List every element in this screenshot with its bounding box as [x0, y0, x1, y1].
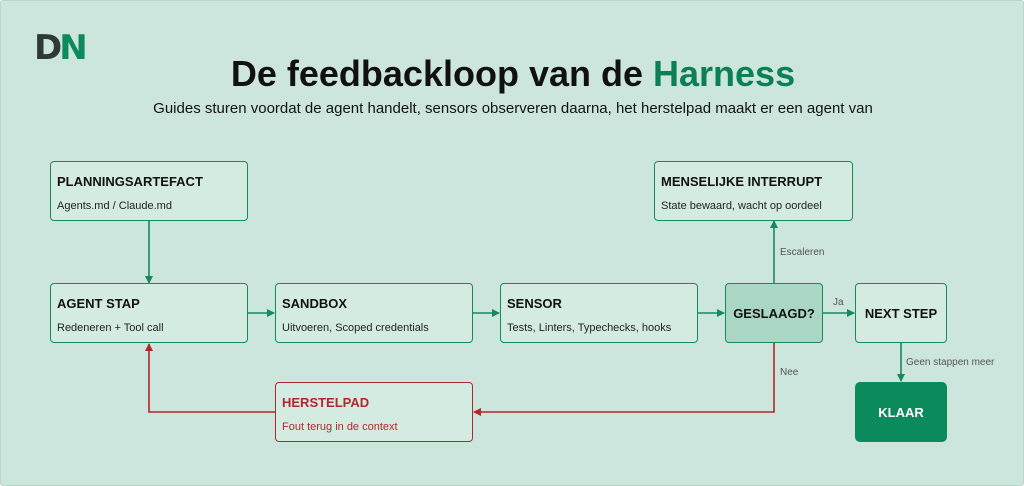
- dn-logo: DN: [34, 28, 88, 68]
- node-title: PLANNINGSARTEFACT: [57, 174, 203, 189]
- edge-label-geen-stappen-meer: Geen stappen meer: [906, 357, 995, 368]
- arrow-herstel-to-agent: [145, 343, 276, 413]
- title-accent: Harness: [653, 53, 796, 94]
- edge-label-nee: Nee: [780, 367, 799, 378]
- node-subtitle: Agents.md / Claude.md: [57, 200, 172, 212]
- edge-label-ja: Ja: [833, 297, 844, 308]
- node-title: KLAAR: [878, 404, 924, 420]
- node-herstelpad: HERSTELPAD Fout terug in de context: [275, 382, 473, 442]
- node-title: SENSOR: [507, 296, 562, 311]
- node-title: SANDBOX: [282, 296, 348, 311]
- node-title: MENSELIJKE INTERRUPT: [661, 174, 823, 189]
- page-subtitle: Guides sturen voordat de agent handelt, …: [153, 100, 873, 117]
- node-planningsartefact: PLANNINGSARTEFACT Agents.md / Claude.md: [50, 161, 248, 221]
- node-geslaagd: GESLAAGD?: [725, 283, 823, 343]
- node-subtitle: Fout terug in de context: [282, 421, 398, 433]
- logo-n: N: [59, 28, 88, 68]
- node-sensor: SENSOR Tests, Linters, Typechecks, hooks: [500, 283, 698, 343]
- arrow-geslaagd-to-herstel: [473, 343, 775, 416]
- logo-d: D: [34, 28, 62, 68]
- node-title: GESLAAGD?: [733, 305, 815, 321]
- page-title: De feedbackloop van de Harness: [1, 53, 1024, 95]
- node-menselijke-interrupt: MENSELIJKE INTERRUPT State bewaard, wach…: [654, 161, 853, 221]
- edge-label-escaleren: Escaleren: [780, 247, 825, 258]
- title-main: De feedbackloop van de: [230, 53, 643, 94]
- node-subtitle: Uitvoeren, Scoped credentials: [282, 322, 429, 334]
- node-agent-stap: AGENT STAP Redeneren + Tool call: [50, 283, 248, 343]
- node-title: HERSTELPAD: [282, 395, 370, 410]
- node-subtitle: Tests, Linters, Typechecks, hooks: [507, 322, 672, 334]
- node-title: AGENT STAP: [57, 296, 140, 311]
- node-sandbox: SANDBOX Uitvoeren, Scoped credentials: [275, 283, 473, 343]
- node-title: NEXT STEP: [864, 305, 938, 321]
- node-subtitle: State bewaard, wacht op oordeel: [661, 200, 822, 212]
- node-next-step: NEXT STEP: [855, 283, 947, 343]
- node-subtitle: Redeneren + Tool call: [57, 322, 164, 334]
- node-klaar: KLAAR: [855, 382, 947, 442]
